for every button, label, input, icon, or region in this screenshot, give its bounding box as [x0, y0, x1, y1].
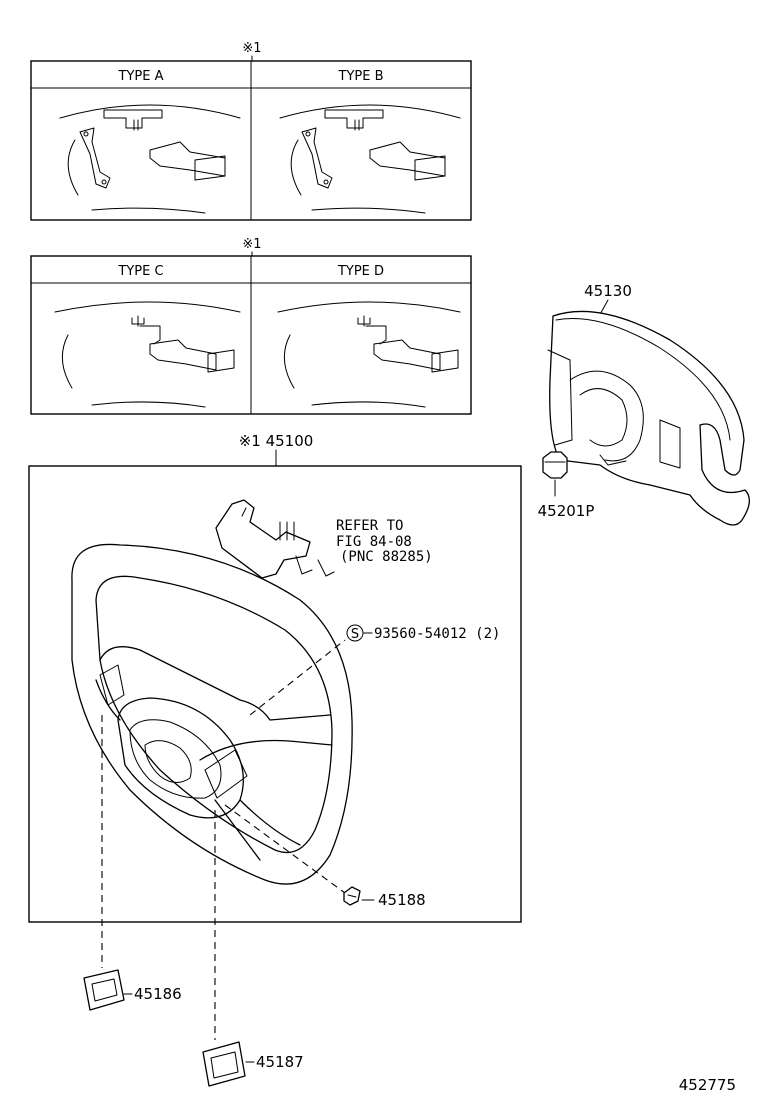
- type-c-header: TYPE C: [117, 264, 163, 279]
- pad-assembly-45130: 45130: [547, 282, 750, 526]
- pad-label: 45130: [584, 282, 632, 300]
- type-a-header: TYPE A: [118, 69, 164, 84]
- assembly-frame: [28, 465, 522, 923]
- type-d-sketch: [277, 301, 461, 408]
- cover-45187-label: 45187: [256, 1053, 304, 1071]
- refer-note-line-1: REFER TO: [336, 518, 403, 534]
- screw-symbol: S: [351, 627, 359, 642]
- variant-marker-middle: ※1: [242, 237, 261, 252]
- cover-45186-label: 45186: [134, 985, 182, 1003]
- cover-45187: 45187: [202, 810, 304, 1087]
- screw-symbol-circle: [346, 624, 364, 642]
- type-a-sketch: [59, 104, 241, 214]
- type-b-sketch: [279, 104, 461, 214]
- type-b-header: TYPE B: [338, 69, 384, 84]
- screw-part-number: 93560-54012 (2): [374, 626, 500, 642]
- nut-45201p: 45201P: [538, 451, 595, 520]
- nut-label: 45201P: [538, 502, 595, 520]
- variant-marker-top: ※1: [242, 41, 261, 56]
- clip-45188: 45188: [224, 804, 426, 909]
- assembly-label: ※1 45100: [239, 432, 314, 450]
- combination-switch: [215, 499, 335, 579]
- type-c-sketch: [54, 301, 241, 408]
- figure-number: 452775: [679, 1076, 736, 1094]
- steering-wheel: [71, 543, 353, 885]
- variant-table-top: ※1 TYPE A TYPE B: [30, 41, 472, 221]
- assembly-45100: ※1 45100 REFER TO FIG 84-08 (PNC 88285): [28, 432, 522, 923]
- type-d-header: TYPE D: [337, 264, 384, 279]
- refer-note-line-3: (PNC 88285): [340, 549, 433, 565]
- refer-note-line-2: FIG 84-08: [336, 534, 412, 550]
- cover-45186: 45186: [83, 715, 182, 1011]
- clip-label: 45188: [378, 891, 426, 909]
- screw-callout: S 93560-54012 (2): [249, 624, 500, 716]
- variant-table-middle: ※1 TYPE C TYPE D: [30, 237, 472, 415]
